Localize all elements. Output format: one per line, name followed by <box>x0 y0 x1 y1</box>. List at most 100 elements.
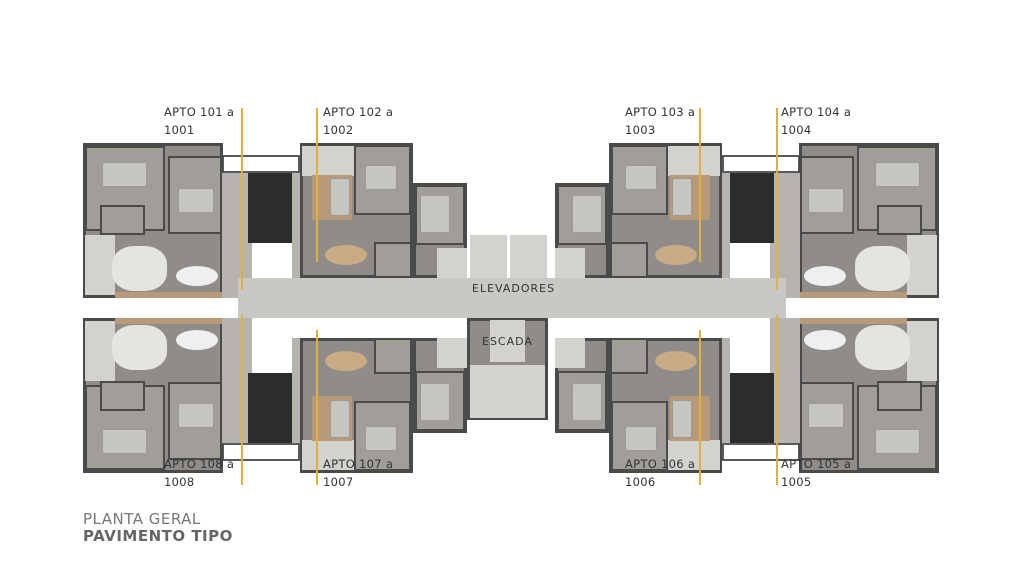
apt-label-104: APTO 104 a 1004 <box>781 103 851 139</box>
apartment-marker-line <box>241 108 243 290</box>
sofa <box>330 178 350 216</box>
hallway <box>770 318 800 443</box>
bathroom <box>877 205 922 235</box>
hallway <box>720 338 730 443</box>
apt-label-line: 1001 <box>164 123 195 137</box>
hallway <box>222 318 252 443</box>
apt-label-101: APTO 101 a 1001 <box>164 103 234 139</box>
apartment-marker-line <box>699 108 701 262</box>
apt-label-line: 1002 <box>323 123 354 137</box>
bed <box>625 426 657 451</box>
apt-label-line: APTO 108 a <box>164 457 235 471</box>
apartment-marker-line <box>316 108 318 262</box>
bathroom <box>877 381 922 411</box>
dining-table <box>325 351 367 371</box>
hallway <box>292 338 302 443</box>
bed <box>875 429 920 454</box>
bed <box>102 162 147 187</box>
service-area <box>907 235 937 295</box>
dining-table <box>804 330 846 350</box>
bathroom <box>100 205 145 235</box>
bed <box>572 195 602 233</box>
apt-label-line: 1008 <box>164 475 195 489</box>
apt-label-line: 1003 <box>625 123 656 137</box>
plan-subtitle: PAVIMENTO TIPO <box>83 527 233 545</box>
kitchen-counter <box>248 373 292 443</box>
rug <box>855 246 910 291</box>
bed <box>808 188 844 213</box>
bed <box>102 429 147 454</box>
apartment-marker-line <box>241 315 243 485</box>
kitchen-counter <box>730 373 774 443</box>
bed <box>178 188 214 213</box>
bed <box>420 383 450 421</box>
dining-table <box>325 245 367 265</box>
balcony <box>668 146 720 176</box>
apt-label-108: APTO 108 a 1008 <box>164 455 234 491</box>
bedroom <box>857 385 937 470</box>
hallway <box>292 173 302 278</box>
dining-table <box>655 245 697 265</box>
bed <box>572 383 602 421</box>
apt-label-line: APTO 107 a <box>323 457 394 471</box>
balcony <box>302 440 354 470</box>
rug <box>855 325 910 370</box>
terrace <box>722 155 800 173</box>
bed <box>365 165 397 190</box>
elevator-shaft <box>510 235 547 278</box>
bedroom <box>611 401 668 471</box>
apt-label-line: 1007 <box>323 475 354 489</box>
bed <box>420 195 450 233</box>
service-area <box>85 321 115 381</box>
apt-label-line: APTO 103 a <box>625 105 696 119</box>
balcony <box>668 440 720 470</box>
apt-label-107: APTO 107 a 1007 <box>323 455 393 491</box>
apt-label-103: APTO 103 a 1003 <box>625 103 695 139</box>
bedroom <box>85 146 165 231</box>
apartment-marker-line <box>776 108 778 290</box>
hallway <box>770 173 800 298</box>
stair-landing <box>490 320 525 362</box>
laundry <box>555 248 585 278</box>
sofa <box>672 400 692 438</box>
rug <box>112 325 167 370</box>
bathroom <box>610 338 648 374</box>
bathroom <box>100 381 145 411</box>
bathroom <box>374 242 412 278</box>
bed <box>625 165 657 190</box>
terrace <box>222 155 300 173</box>
plan-title: PLANTA GERAL <box>83 510 201 528</box>
elevators-label: ELEVADORES <box>472 282 556 295</box>
kitchen-counter <box>730 173 774 243</box>
sofa <box>797 292 907 298</box>
apt-label-line: APTO 101 a <box>164 105 235 119</box>
bed <box>178 403 214 428</box>
laundry <box>437 338 467 368</box>
apt-label-line: 1006 <box>625 475 656 489</box>
dining-table <box>176 330 218 350</box>
service-area <box>907 321 937 381</box>
apartment-marker-line <box>776 315 778 485</box>
bathroom <box>374 338 412 374</box>
kitchen-counter <box>248 173 292 243</box>
apt-label-line: APTO 102 a <box>323 105 394 119</box>
apt-label-line: 1004 <box>781 123 812 137</box>
stairs <box>470 365 545 418</box>
bathroom <box>610 242 648 278</box>
sofa <box>797 318 907 324</box>
bed <box>808 403 844 428</box>
dining-table <box>804 266 846 286</box>
hallway <box>720 173 730 278</box>
apt-label-line: APTO 104 a <box>781 105 852 119</box>
sofa <box>115 318 225 324</box>
stairs-label: ESCADA <box>482 335 533 348</box>
hallway <box>222 173 252 298</box>
central-corridor <box>238 278 786 318</box>
laundry <box>437 248 467 278</box>
laundry <box>555 338 585 368</box>
elevator-shaft <box>470 235 507 278</box>
sofa <box>330 400 350 438</box>
